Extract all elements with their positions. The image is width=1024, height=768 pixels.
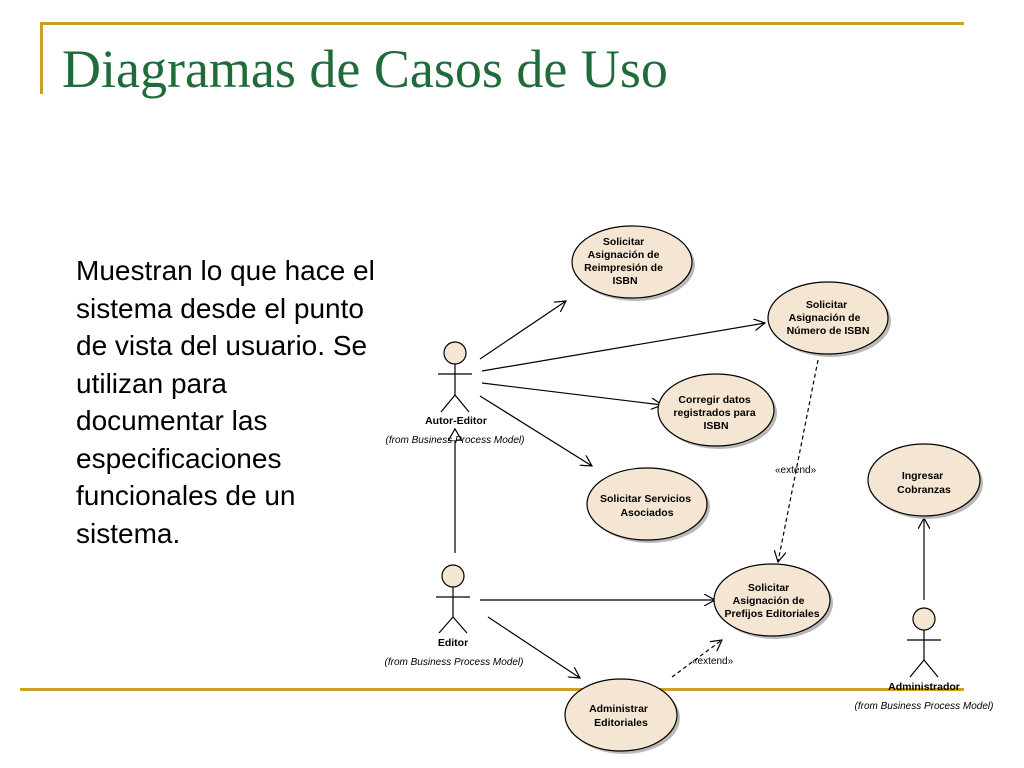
slide-body-text: Muestran lo que hace el sistema desde el…	[76, 255, 375, 549]
svg-text:Ingresar Cobranzas: Ingresar Cobranzas	[897, 470, 951, 496]
use-case-label-line: Asignación de	[789, 312, 861, 324]
use-case[interactable]: Solicitar Asignación de Reimpresión de I…	[571, 225, 695, 301]
svg-text:Solicitar Asignación de: Solicitar Asignación de Número de ISBN	[787, 299, 870, 337]
actor[interactable]	[438, 341, 472, 413]
actor-leg	[452, 616, 468, 634]
actor-leg	[454, 394, 470, 413]
use-case[interactable]: Corregir datos registrados para ISBN	[657, 373, 777, 449]
actor-name: Administrador	[888, 681, 960, 693]
actor-name: Autor-Editor	[425, 415, 487, 427]
use-case-ellipse	[586, 467, 708, 541]
actor-from-label: (from Business Process Model)	[855, 701, 994, 712]
use-case-label-line: Solicitar	[806, 299, 847, 311]
use-case-label-line: Administrar	[589, 703, 648, 715]
use-case-label-line: Asociados	[620, 507, 673, 519]
use-case-ellipse	[713, 563, 831, 637]
use-case[interactable]: Administrar Editoriales	[564, 678, 680, 754]
assoc-autor-uc4	[479, 395, 592, 466]
use-case-ellipse	[767, 281, 889, 355]
actor-leg	[440, 394, 456, 413]
use-case[interactable]: Ingresar Cobranzas	[867, 443, 983, 519]
use-case-label-line: ISBN	[703, 420, 728, 432]
use-case-ellipse	[564, 678, 678, 752]
use-case-ellipse	[657, 373, 775, 447]
use-case-label-line: Solicitar	[603, 236, 644, 248]
use-case-label-line: Corregir datos	[678, 394, 751, 406]
extend-label: «extend»	[692, 656, 734, 667]
extend-uc2-uc6	[778, 359, 819, 562]
extend-uc7-uc6	[671, 640, 722, 678]
actor-head	[443, 341, 467, 365]
use-case-label-line: Cobranzas	[897, 484, 951, 496]
actor[interactable]	[436, 564, 470, 634]
use-case-label-line: Reimpresión de	[584, 262, 663, 274]
svg-text:Solicitar Asignación de: Solicitar Asignación de Reimpresión de I…	[584, 236, 666, 287]
use-case-label-line: Solicitar	[748, 582, 789, 594]
svg-text:Solicitar Servicios Asoc: Solicitar Servicios Asociados	[600, 493, 694, 519]
svg-text:Administrar Editoriales: Administrar Editoriales	[589, 703, 651, 729]
association-lines	[479, 301, 924, 678]
use-case-label-line: Asignación de	[733, 595, 805, 607]
title-left-rule	[40, 22, 43, 94]
use-case-label-line: registrados para	[673, 407, 755, 419]
actor-leg	[909, 659, 925, 678]
title-top-rule	[40, 22, 964, 25]
use-case-label-line: ISBN	[612, 275, 637, 287]
assoc-editor-uc7	[487, 616, 580, 678]
actor-from-label: (from Business Process Model)	[385, 657, 524, 668]
use-case-label-line: Prefijos Editoriales	[724, 608, 819, 620]
use-case[interactable]: Solicitar Servicios Asociados	[586, 467, 710, 543]
actor-head	[441, 564, 465, 588]
extend-label: «extend»	[775, 465, 817, 476]
bottom-rule	[20, 688, 964, 691]
actor-name: Editor	[438, 637, 468, 649]
use-case-label-line: Ingresar	[902, 470, 943, 482]
use-case-label-line: Solicitar Servicios	[600, 493, 691, 505]
use-case-ellipse	[867, 443, 981, 517]
use-case[interactable]: Solicitar Asignación de Prefijos Editori…	[713, 563, 833, 639]
slide-title: Diagramas de Casos de Uso	[62, 39, 668, 99]
use-case-label-line: Editoriales	[594, 717, 648, 729]
use-case-label-line: Número de ISBN	[787, 325, 870, 337]
extend-lines	[671, 359, 819, 678]
use-case-ellipse	[571, 225, 693, 299]
use-case[interactable]: Solicitar Asignación de Número de ISBN	[767, 281, 891, 357]
use-case-label-line: Asignación de	[588, 249, 660, 261]
actor-leg	[438, 616, 454, 634]
actor-from-label: (from Business Process Model)	[386, 435, 525, 446]
svg-text:Corregir datos registrad: Corregir datos registrados para ISBN	[673, 394, 758, 432]
actor[interactable]	[907, 607, 941, 678]
assoc-autor-uc1	[479, 301, 566, 360]
svg-text:Solicitar Asignación de: Solicitar Asignación de Prefijos Editori…	[724, 582, 819, 620]
actor-head	[912, 607, 936, 631]
assoc-autor-uc3	[481, 382, 662, 405]
actor-leg	[923, 659, 939, 678]
assoc-autor-uc2	[481, 323, 765, 372]
